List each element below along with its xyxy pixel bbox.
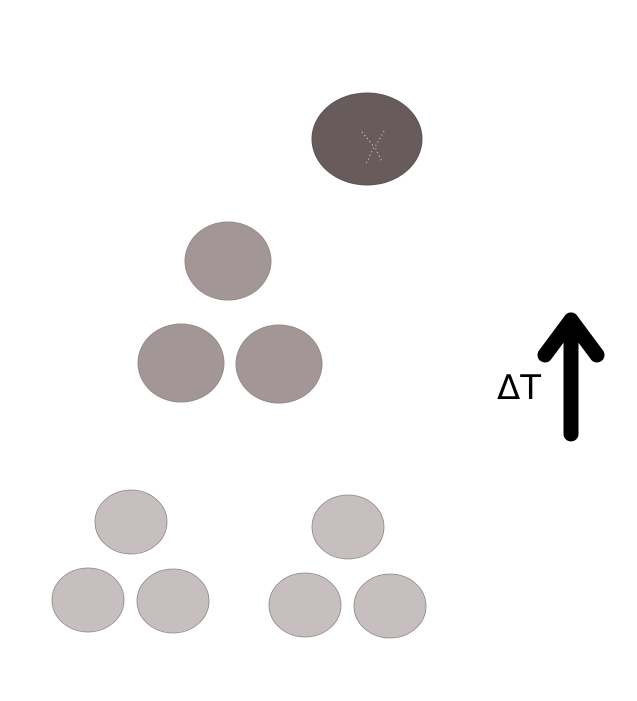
- bottom-right-cluster-top-particle: [311, 494, 385, 560]
- bottom-right-cluster-left-particle: [268, 572, 342, 638]
- arrow-head: [537, 312, 605, 363]
- bottom-left-cluster-right-particle: [136, 568, 210, 634]
- delta-t-label: ΔT: [497, 368, 542, 408]
- bottom-left-cluster-top-particle: [94, 489, 168, 555]
- bottom-left-cluster-left-particle: [51, 567, 125, 633]
- middle-cluster-right-particle: [235, 324, 323, 404]
- temperature-increase-arrow: [537, 312, 605, 442]
- middle-cluster-top-particle: [184, 221, 272, 301]
- middle-cluster-left-particle: [137, 323, 225, 403]
- top-single-particle: [311, 92, 423, 186]
- bottom-left-triangle-cluster: [51, 489, 210, 634]
- middle-triangle-cluster: [137, 221, 323, 404]
- bottom-right-triangle-cluster: [268, 494, 427, 639]
- bottom-right-cluster-right-particle: [353, 573, 427, 639]
